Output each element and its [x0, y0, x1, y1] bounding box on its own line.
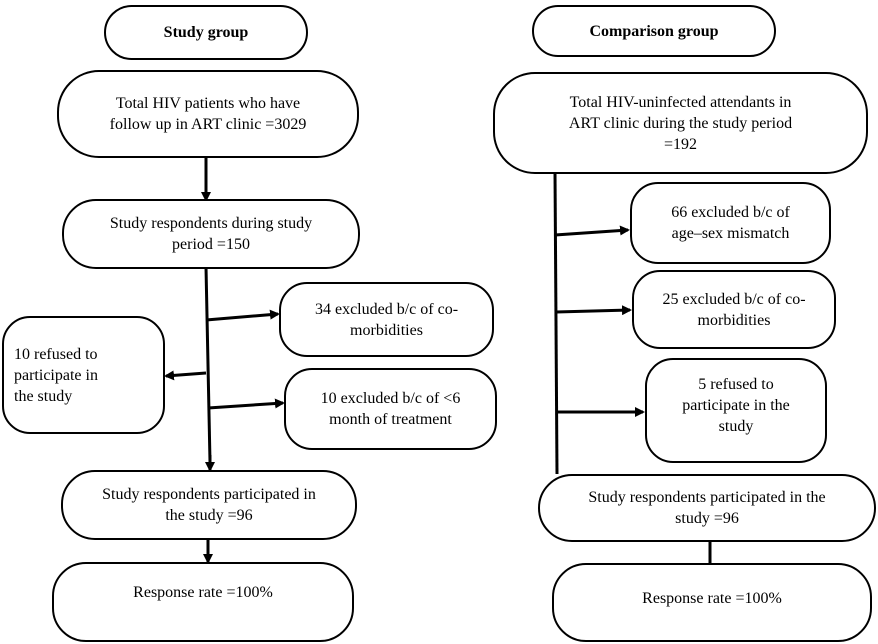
excluded-treatment-text: 10 excluded b/c of <6 month of treatment: [320, 390, 461, 428]
refused-box: 10 refused to participate in the study: [2, 316, 165, 434]
study-total-box: Total HIV patients who have follow up in…: [57, 70, 359, 158]
comparison-refused-text: 5 refused to participate in the study: [682, 376, 790, 435]
excluded-age-sex-text: 66 excluded b/c of age–sex mismatch: [671, 204, 790, 242]
comparison-response-rate-text: Response rate =100%: [642, 590, 782, 607]
comparison-comorbidities-box: 25 excluded b/c of co- morbidities: [632, 270, 836, 349]
arrow-to-excluded-treatment: [207, 398, 285, 410]
excluded-age-sex-box: 66 excluded b/c of age–sex mismatch: [630, 182, 831, 264]
study-respondents-text: Study respondents during study period =1…: [109, 215, 313, 253]
excluded-comorbidities-box: 34 excluded b/c of co- morbidities: [279, 282, 494, 357]
line-comparison-trunk: [553, 171, 559, 475]
comparison-total-box: Total HIV-uninfected attendants in ART c…: [493, 72, 868, 174]
study-participated-text: Study respondents participated in the st…: [102, 486, 316, 524]
comparison-participated-box: Study respondents participated in the st…: [538, 474, 876, 542]
arrow-to-refused: [164, 370, 207, 381]
refused-text: 10 refused to participate in the study: [14, 345, 98, 405]
excluded-treatment-box: 10 excluded b/c of <6 month of treatment: [284, 368, 497, 450]
comparison-participated-text: Study respondents participated in the st…: [588, 489, 826, 527]
comparison-comorbidities-text: 25 excluded b/c of co- morbidities: [662, 290, 806, 329]
study-participated-box: Study respondents participated in the st…: [61, 470, 357, 540]
study-total-text: Total HIV patients who have follow up in…: [109, 95, 307, 133]
study-group-title: Study group: [163, 24, 249, 41]
excluded-comorbidities-text: 34 excluded b/c of co- morbidities: [314, 300, 459, 339]
arrow-to-comparison-comorbid: [555, 305, 632, 316]
study-response-rate-text: Response rate =100%: [133, 583, 273, 601]
study-respondents-box: Study respondents during study period =1…: [62, 199, 360, 269]
comparison-group-header: Comparison group: [532, 5, 776, 57]
comparison-total-text: Total HIV-uninfected attendants in ART c…: [568, 93, 793, 153]
arrow-to-excluded-age-sex: [554, 225, 630, 237]
comparison-refused-box: 5 refused to participate in the study: [645, 358, 827, 463]
study-response-rate-box: Response rate =100%: [52, 562, 354, 642]
study-group-header: Study group: [104, 5, 308, 60]
comparison-group-title: Comparison group: [589, 22, 719, 40]
line-respondents-trunk: [204, 266, 212, 463]
arrow-to-excluded-comorbid: [205, 309, 280, 322]
comparison-response-rate-box: Response rate =100%: [552, 563, 872, 642]
